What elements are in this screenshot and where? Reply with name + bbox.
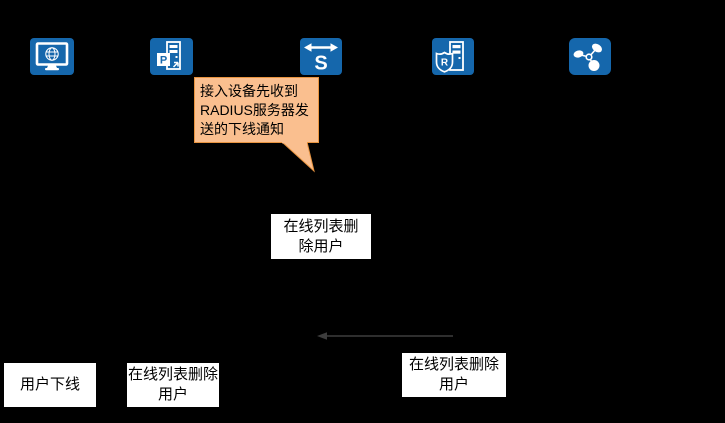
radius-server-icon: R [432, 38, 474, 75]
leftward-message-arrow [317, 332, 453, 340]
note-callout: 接入设备先收到 RADIUS服务器发 送的下线通知 [194, 77, 319, 143]
step-box-online-list-delete-mid: 在线列表删 除用户 [270, 213, 372, 260]
note-callout-tail [281, 142, 315, 173]
step-box-user-offline: 用户下线 [3, 362, 97, 408]
step-box-online-list-delete-left: 在线列表删除 用户 [126, 362, 220, 408]
radius-letter: R [441, 58, 449, 69]
portal-server-icon: P [150, 38, 193, 75]
switch-icon: S [300, 38, 342, 75]
terminal-globe-icon [30, 38, 74, 75]
step-box-online-list-delete-right: 在线列表删除 用户 [401, 352, 507, 398]
switch-letter: S [314, 53, 327, 75]
cluster-icon [569, 38, 611, 75]
portal-letter: P [160, 55, 167, 67]
